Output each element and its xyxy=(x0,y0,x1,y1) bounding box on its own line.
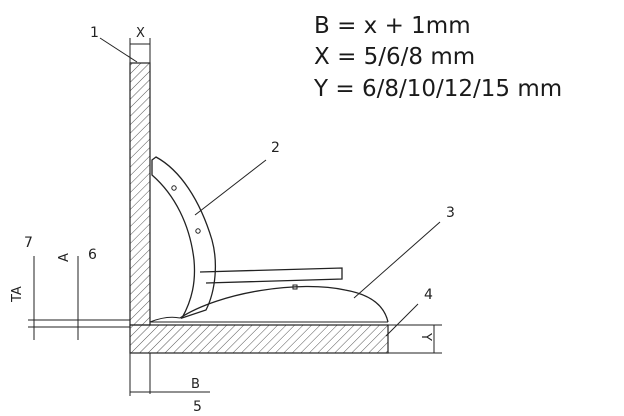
weld-bead xyxy=(179,285,389,323)
leader-4 xyxy=(385,303,419,337)
callout-5: 5 xyxy=(193,399,202,415)
dim-b-label: B xyxy=(191,377,200,392)
dim-ta-label: TA xyxy=(10,286,25,303)
dim-a-label: A xyxy=(57,253,72,262)
formula-x: X = 5/6/8 mm xyxy=(314,44,475,70)
callout-4: 4 xyxy=(424,287,433,303)
callout-2: 2 xyxy=(271,140,280,156)
callout-7: 7 xyxy=(24,235,33,251)
dim-y-label: Y xyxy=(418,332,433,341)
formula-y: Y = 6/8/10/12/15 mm xyxy=(313,76,562,102)
leader-2 xyxy=(194,159,267,216)
weld-marker xyxy=(292,284,298,290)
backing-flap xyxy=(199,267,343,284)
root-bead xyxy=(149,316,181,323)
callout-6: 6 xyxy=(88,247,97,263)
dim-x-label: X xyxy=(136,26,145,41)
vertical-plate xyxy=(129,62,151,326)
leader-1 xyxy=(99,37,138,63)
formula-b: B = x + 1mm xyxy=(314,13,471,39)
backing-rivet-1 xyxy=(171,185,177,191)
callout-1: 1 xyxy=(90,25,99,41)
callout-3: 3 xyxy=(446,205,455,221)
backing-rivet-2 xyxy=(195,228,201,234)
horizontal-plate xyxy=(129,324,389,354)
backing-shoe-vertical xyxy=(151,156,216,320)
leader-3 xyxy=(353,221,441,299)
